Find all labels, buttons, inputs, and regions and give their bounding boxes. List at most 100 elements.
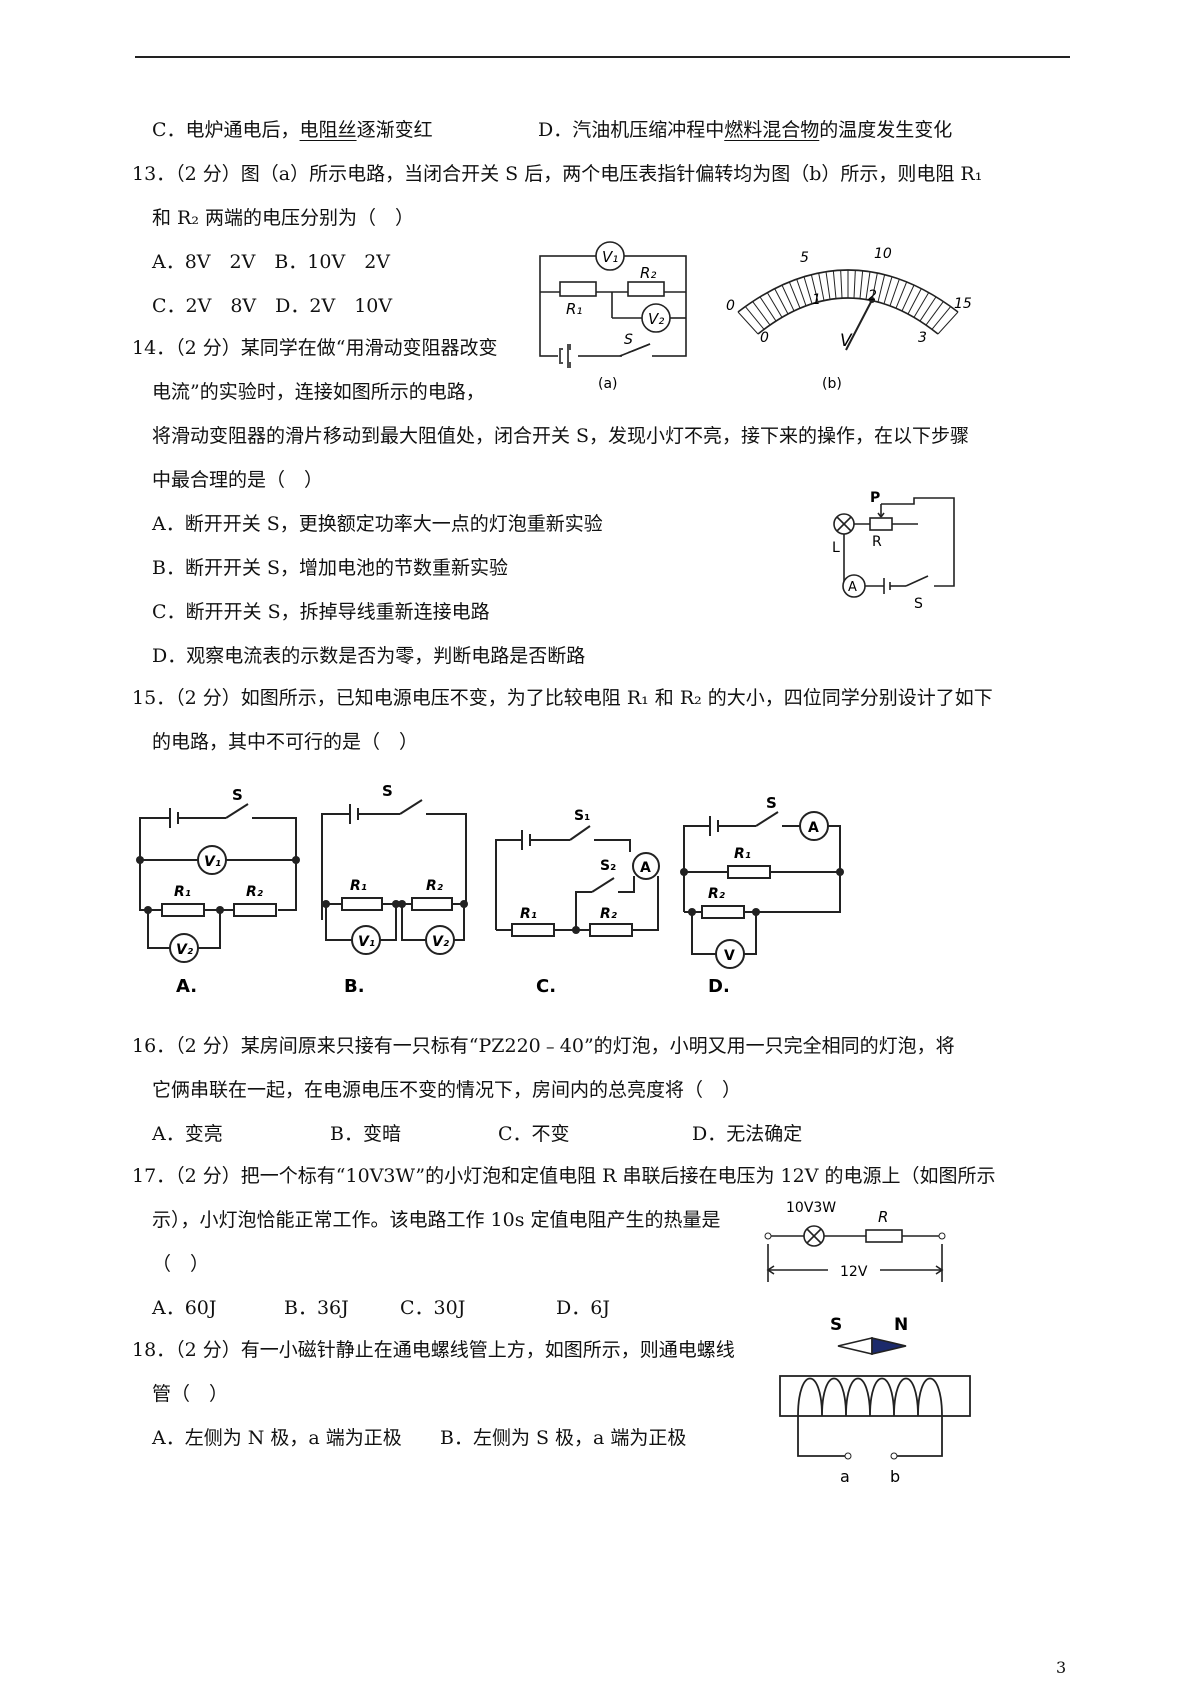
q17-option-a: A．60J xyxy=(152,1297,217,1319)
q15a-r2-label: R₂ xyxy=(246,884,264,900)
q13-r2-label: R₂ xyxy=(640,264,656,282)
q13-top-tick-0: 0 xyxy=(726,298,735,314)
meter-scale-mark xyxy=(832,270,837,299)
q13-v1-label: V₁ xyxy=(602,248,618,266)
meter-scale-mark xyxy=(925,301,944,326)
q13-top-tick-5: 5 xyxy=(800,250,809,266)
q15-stem-line1: 15．（2 分）如图所示，已知电源电压不变，为了比较电阻 R₁ 和 R₂ 的大小… xyxy=(132,687,993,709)
q16-stem-line1: 16．（2 分）某房间原来只接有一只标有“PZ220﹣40”的灯泡，小明又用一只… xyxy=(132,1035,955,1057)
q18-needle-north xyxy=(871,1336,907,1356)
q13-stem-line1: 13．（2 分）图（a）所示电路，当闭合开关 S 后，两个电压表指针偏转均为图（… xyxy=(132,163,983,185)
q15c-r2-label: R₂ xyxy=(600,906,618,922)
q14-slider-label: P xyxy=(870,490,880,506)
q17-stem-line3: （ ） xyxy=(152,1253,210,1275)
q13-bottom-tick-3: 3 xyxy=(918,330,927,346)
q18-stem-line2: 管（ ） xyxy=(152,1383,229,1405)
meter-scale-mark xyxy=(818,272,825,301)
q16-option-a: A．变亮 xyxy=(152,1123,223,1145)
q15c-r1-label: R₁ xyxy=(520,906,537,922)
q17-voltage-label: 12V xyxy=(840,1264,868,1280)
meter-scale-mark xyxy=(931,306,952,330)
q15-label-d: D. xyxy=(708,976,730,997)
q14-switch-label: S xyxy=(914,596,923,610)
q17-stem-line1: 17．（2 分）把一个标有“10V3W”的小灯泡和定值电阻 R 串联后接在电压为… xyxy=(132,1165,996,1187)
q14-circuit: A P L R S xyxy=(832,490,955,610)
q13-bottom-tick-2: 2 xyxy=(868,288,877,304)
q15-label-c: C. xyxy=(536,976,556,997)
prev-option-c: C．电炉通电后，电阻丝逐渐变红 xyxy=(152,119,433,141)
meter-scale-mark xyxy=(788,281,801,309)
q15d-ammeter-label: A xyxy=(808,820,819,836)
q13-options-row1: A．8V 2V B．10V 2V xyxy=(152,251,391,273)
meter-scale-mark xyxy=(895,281,908,309)
q15-stem-line2: 的电路，其中不可行的是（ ） xyxy=(152,731,419,753)
meter-scale-mark xyxy=(737,311,759,335)
q15b-switch-label: S xyxy=(382,782,393,800)
q17-option-b: B．36J xyxy=(284,1297,349,1319)
q13-switch-label: S xyxy=(624,332,633,348)
q17-option-d: D．6J xyxy=(556,1297,610,1319)
q18-option-a: A．左侧为 N 极，a 端为正极 xyxy=(152,1427,402,1449)
meter-scale-mark xyxy=(871,272,878,301)
q14-stem-line2: 电流”的实验时，连接如图所示的电路， xyxy=(152,381,485,403)
q14-option-a: A．断开开关 S，更换额定功率大一点的灯泡重新实验 xyxy=(152,513,603,535)
q16-option-b: B．变暗 xyxy=(330,1123,401,1145)
meter-scale-mark xyxy=(825,271,831,300)
q15a-v1-label: V₁ xyxy=(204,854,221,870)
q15b-v2-label: V₂ xyxy=(432,934,450,950)
meter-scale-mark xyxy=(907,288,922,315)
q17-stem-line2: 示），小灯泡恰能正常工作。该电路工作 10s 定值电阻产生的热量是 xyxy=(152,1209,721,1231)
q14-stem-line4: 中最合理的是（ ） xyxy=(152,469,324,491)
q17-resistor-label: R xyxy=(878,1208,888,1226)
meter-scale-mark xyxy=(937,311,959,335)
q13-bottom-tick-0: 0 xyxy=(760,330,769,346)
q18-stem-line1: 18．（2 分）有一小磁针静止在通电螺线管上方，如图所示，则通电螺线 xyxy=(132,1339,735,1361)
q13-circuit-a: V₁ V₂ R₁ R₂ S (a) xyxy=(539,241,687,392)
q13-top-tick-10: 10 xyxy=(874,246,892,262)
meter-scale-mark xyxy=(796,278,807,307)
meter-scale-mark xyxy=(877,274,886,303)
q18-needle-n-label: N xyxy=(894,1315,908,1335)
q13-options-row2: C．2V 8V D．2V 10V xyxy=(152,295,393,317)
q13-stem-line2: 和 R₂ 两端的电压分别为（ ） xyxy=(152,207,415,229)
header-rule xyxy=(135,56,1070,58)
meter-scale-mark xyxy=(752,301,771,326)
q15-circuits: S V₁ R₁ R₂ V₂ A. S R₁ R₂ V₁ V₂ B. S₁ S₂ … xyxy=(136,782,844,997)
q13-caption-a: (a) xyxy=(598,376,618,392)
meter-scale-mark xyxy=(883,276,893,304)
q18-option-b: B．左侧为 S 极，a 端为正极 xyxy=(440,1427,687,1449)
q18-needle-south xyxy=(837,1336,873,1356)
q14-option-b: B．断开开关 S，增加电池的节数重新实验 xyxy=(152,557,509,579)
q13-bottom-tick-1: 1 xyxy=(812,292,821,308)
q14-stem-line1: 14．（2 分）某同学在做“用滑动变阻器改变 xyxy=(132,337,498,359)
meter-scale-mark xyxy=(889,278,900,307)
meter-scale-mark xyxy=(803,276,813,304)
q15b-r1-label: R₁ xyxy=(350,878,367,894)
q13-v2-label: V₂ xyxy=(648,310,664,328)
q17-lamp-label: 10V3W xyxy=(786,1200,836,1216)
q14-option-c: C．断开开关 S，拆掉导线重新连接电路 xyxy=(152,601,490,623)
q13-top-tick-15: 15 xyxy=(954,296,972,312)
q18-needle-s-label: S xyxy=(830,1315,842,1335)
q15d-switch-label: S xyxy=(766,794,777,812)
q18-solenoid: S N a b xyxy=(779,1315,971,1486)
meter-scale-mark xyxy=(865,271,871,300)
meter-scale-mark xyxy=(744,306,765,330)
q15a-r1-label: R₁ xyxy=(174,884,191,900)
q14-ammeter-label: A xyxy=(848,580,857,595)
meter-scale-mark xyxy=(766,292,783,318)
q18-terminal-a: a xyxy=(840,1467,850,1486)
q15c-ammeter-label: A xyxy=(640,860,651,876)
q17-option-c: C．30J xyxy=(400,1297,466,1319)
q13-meter-label: V xyxy=(840,331,853,351)
q14-option-d: D．观察电流表的示数是否为零，判断电路是否断路 xyxy=(152,645,586,667)
meter-scale-mark xyxy=(759,296,777,322)
q15d-voltmeter-label: V xyxy=(724,948,735,964)
meter-scale-mark xyxy=(774,288,789,315)
meter-scale-mark xyxy=(781,284,795,312)
meter-scale-mark xyxy=(810,274,819,303)
meter-scale-mark xyxy=(859,270,864,299)
q16-stem-line2: 它俩串联在一起，在电源电压不变的情况下，房间内的总亮度将（ ） xyxy=(152,1079,742,1101)
prev-option-d: D．汽油机压缩冲程中燃料混合物的温度发生变化 xyxy=(538,119,953,141)
q17-circuit: 10V3W R 12V xyxy=(764,1200,946,1282)
